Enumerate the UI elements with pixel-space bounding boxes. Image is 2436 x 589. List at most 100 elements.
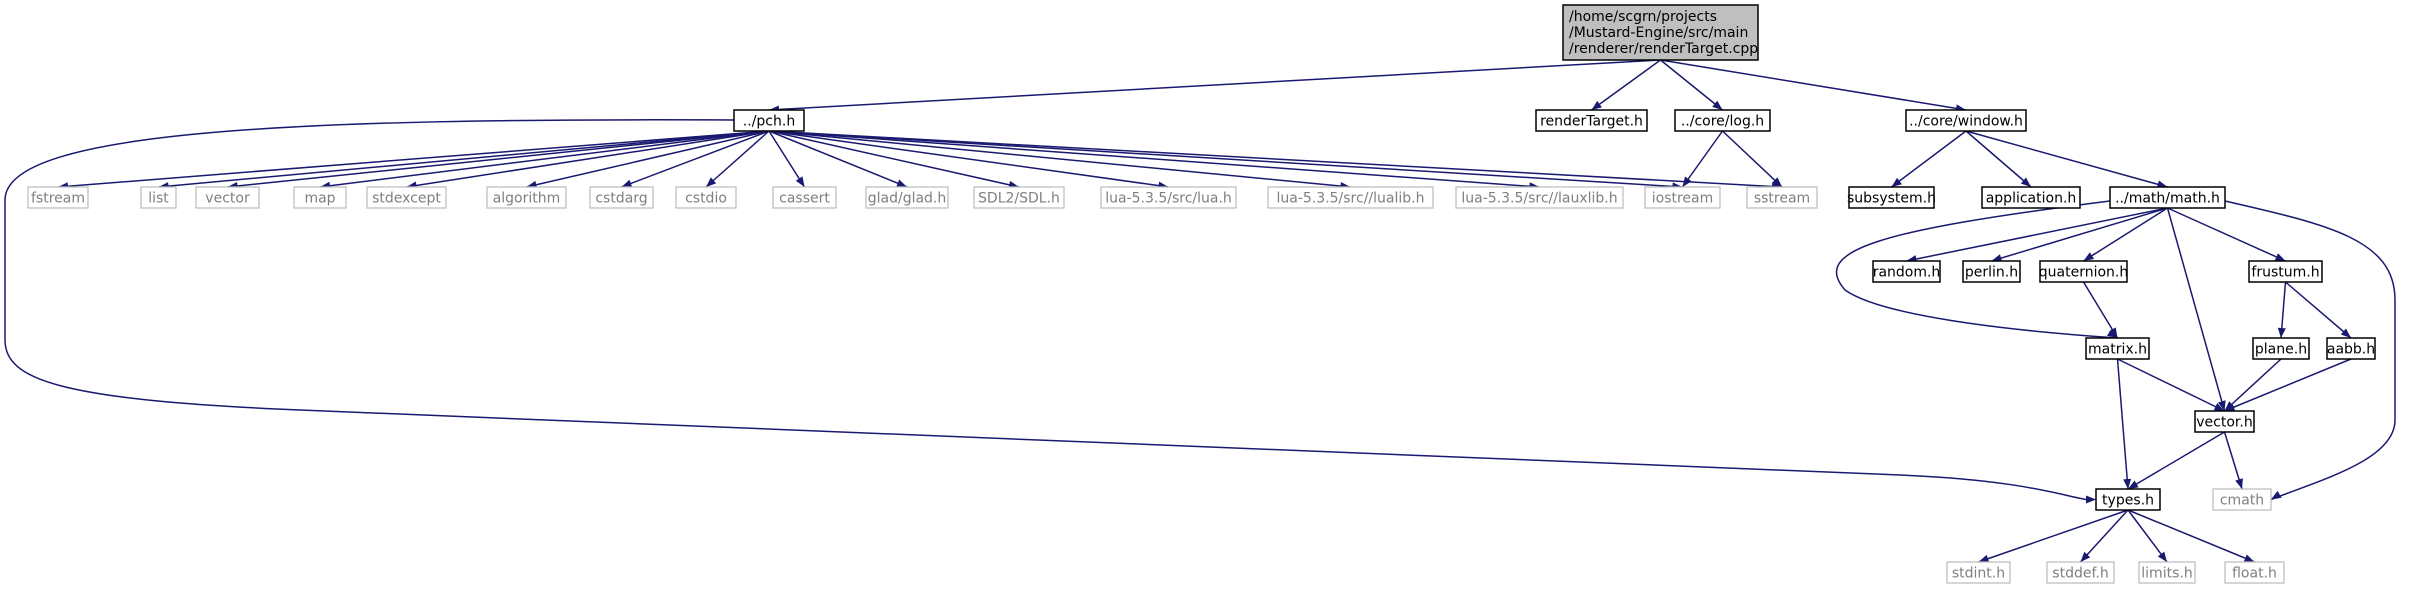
edge-line bbox=[2083, 207, 2168, 262]
node-subsystem[interactable]: subsystem.h bbox=[1847, 186, 1936, 209]
edge-arrowhead bbox=[2123, 478, 2132, 489]
edge-math-to-cmath bbox=[2224, 200, 2396, 501]
node-label: ../pch.h bbox=[743, 114, 795, 130]
node-box bbox=[486, 186, 567, 209]
edge-line bbox=[227, 130, 770, 188]
edge-pch-to-fstream bbox=[57, 130, 770, 191]
edge-types-to-limits bbox=[2127, 509, 2168, 563]
node-box bbox=[2212, 488, 2272, 511]
node-label: ../math/math.h bbox=[2115, 191, 2220, 207]
node-sstream: sstream bbox=[1746, 186, 1818, 209]
edge-root-to-pch bbox=[768, 59, 1661, 114]
node-box bbox=[1848, 186, 1935, 209]
node-label: aabb.h bbox=[2327, 342, 2375, 358]
edge-line bbox=[4, 119, 2087, 501]
edge-arrowhead bbox=[2235, 478, 2243, 489]
edge-pch-to-types bbox=[4, 119, 2096, 504]
node-root-file[interactable]: /home/scgrn/projects/Mustard-Engine/src/… bbox=[1562, 4, 1759, 61]
edge-line bbox=[2127, 509, 2168, 563]
edge-line bbox=[2285, 281, 2352, 339]
edge-quaternion-to-matrix bbox=[2082, 281, 2119, 339]
node-label: perlin.h bbox=[1965, 265, 2018, 281]
edge-line bbox=[1721, 130, 1783, 188]
edge-line bbox=[768, 130, 1540, 188]
node-box bbox=[865, 186, 949, 209]
node-label: vector.h bbox=[2196, 415, 2252, 431]
node-label: stddef.h bbox=[2052, 566, 2108, 582]
node-box bbox=[1455, 186, 1624, 209]
edge-line bbox=[526, 130, 770, 188]
node-perlin[interactable]: perlin.h bbox=[1962, 260, 2021, 283]
edge-line bbox=[1660, 59, 1967, 111]
node-vectorh[interactable]: vector.h bbox=[2194, 410, 2255, 433]
edge-pch-to-stdexcept bbox=[406, 130, 770, 190]
edge-arrowhead bbox=[621, 179, 633, 188]
node-plane[interactable]: plane.h bbox=[2252, 337, 2310, 360]
edge-line bbox=[621, 130, 770, 188]
edge-arrowhead bbox=[896, 179, 907, 187]
node-renderTarget[interactable]: renderTarget.h bbox=[1535, 109, 1648, 132]
nodes-layer: /home/scgrn/projects/Mustard-Engine/src/… bbox=[27, 4, 2376, 584]
edge-arrowhead bbox=[1682, 176, 1692, 187]
edge-frustum-to-plane bbox=[2277, 281, 2287, 339]
node-stdexcept: stdexcept bbox=[366, 186, 447, 209]
node-types[interactable]: types.h bbox=[2095, 488, 2161, 511]
node-box bbox=[1962, 260, 2021, 283]
edge-line bbox=[2127, 509, 2255, 563]
edge-line bbox=[1965, 130, 2032, 188]
node-log[interactable]: ../core/log.h bbox=[1674, 109, 1771, 132]
node-frustum[interactable]: frustum.h bbox=[2248, 260, 2323, 283]
edge-arrowhead bbox=[2156, 180, 2168, 189]
edge-window-to-subsystem bbox=[1891, 130, 1967, 188]
node-box bbox=[1981, 186, 2081, 209]
edge-aabb-to-vectorh bbox=[2224, 358, 2352, 412]
edge-matrix-to-vectorh bbox=[2117, 358, 2225, 412]
node-box bbox=[2248, 260, 2323, 283]
edge-arrowhead bbox=[1771, 177, 1782, 187]
node-box bbox=[2046, 561, 2115, 584]
edge-math-to-perlin bbox=[1991, 207, 2168, 262]
node-box bbox=[1905, 109, 2027, 132]
edge-arrowhead bbox=[2217, 400, 2226, 411]
node-box bbox=[675, 186, 737, 209]
edge-line bbox=[158, 130, 770, 188]
node-quaternion[interactable]: quaternion.h bbox=[2039, 260, 2128, 283]
edge-arrowhead bbox=[2080, 551, 2091, 562]
node-application[interactable]: application.h bbox=[1981, 186, 2081, 209]
edge-arrowhead bbox=[2108, 327, 2118, 338]
edge-arrowhead bbox=[2128, 480, 2139, 489]
node-label: plane.h bbox=[2255, 342, 2307, 358]
edge-arrowhead bbox=[2083, 252, 2095, 261]
node-stddef: stddef.h bbox=[2046, 561, 2115, 584]
edge-root-to-renderTarget bbox=[1591, 59, 1661, 111]
node-list: list bbox=[140, 186, 177, 209]
node-box bbox=[1267, 186, 1434, 209]
node-label: limits.h bbox=[2141, 566, 2192, 582]
node-label: matrix.h bbox=[2088, 342, 2147, 358]
edge-pch-to-sstream bbox=[768, 130, 1783, 191]
node-label: algorithm bbox=[493, 191, 561, 207]
edge-line bbox=[2116, 358, 2129, 490]
node-label: subsystem.h bbox=[1847, 191, 1936, 207]
edge-pch-to-cstdarg bbox=[621, 130, 770, 188]
node-window[interactable]: ../core/window.h bbox=[1905, 109, 2027, 132]
node-root-label-line: /renderer/renderTarget.cpp bbox=[1569, 41, 1758, 57]
node-box bbox=[2095, 488, 2161, 511]
node-pch[interactable]: ../pch.h bbox=[733, 109, 805, 132]
edge-math-to-random bbox=[1906, 207, 2168, 263]
node-aabb[interactable]: aabb.h bbox=[2326, 337, 2376, 360]
edge-arrowhead bbox=[2020, 177, 2031, 187]
edge-pch-to-lua bbox=[768, 130, 1169, 190]
edge-math-to-quaternion bbox=[2083, 207, 2168, 262]
edge-matrix-to-types bbox=[2116, 358, 2132, 490]
node-matrix[interactable]: matrix.h bbox=[2085, 337, 2150, 360]
edge-arrowhead bbox=[2086, 495, 2096, 504]
edge-line bbox=[57, 130, 770, 188]
node-random[interactable]: random.h bbox=[1872, 260, 1941, 283]
node-math[interactable]: ../math/math.h bbox=[2109, 186, 2226, 209]
node-box bbox=[589, 186, 654, 209]
edge-arrowhead bbox=[1978, 554, 1990, 563]
edge-line bbox=[2127, 431, 2225, 490]
node-label: iostream bbox=[1652, 191, 1714, 207]
